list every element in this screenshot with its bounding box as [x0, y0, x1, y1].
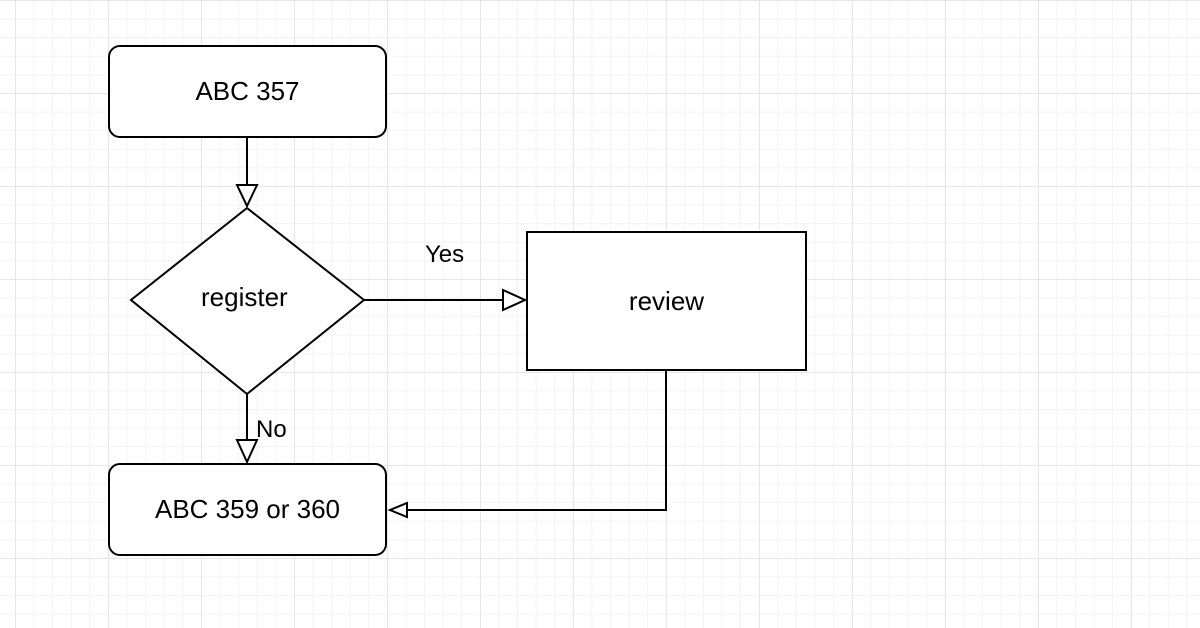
decision-node-label: register	[201, 282, 288, 312]
arrowhead-yes	[502, 288, 528, 312]
edge-yes-label: Yes	[425, 241, 465, 268]
arrowhead-no	[235, 439, 259, 465]
edge-review-to-end	[407, 371, 667, 511]
end-node[interactable]: ABC 359 or 360	[108, 463, 387, 556]
end-node-label: ABC 359 or 360	[154, 494, 340, 524]
review-node-label: review	[628, 285, 705, 316]
start-node[interactable]: ABC 357	[108, 45, 387, 138]
review-node[interactable]: review	[526, 231, 807, 371]
edge-no-label: No	[256, 416, 287, 443]
arrowhead-review-to-end	[387, 501, 408, 519]
arrowhead-start-to-decision	[235, 184, 259, 209]
start-node-label: ABC 357	[195, 76, 300, 106]
